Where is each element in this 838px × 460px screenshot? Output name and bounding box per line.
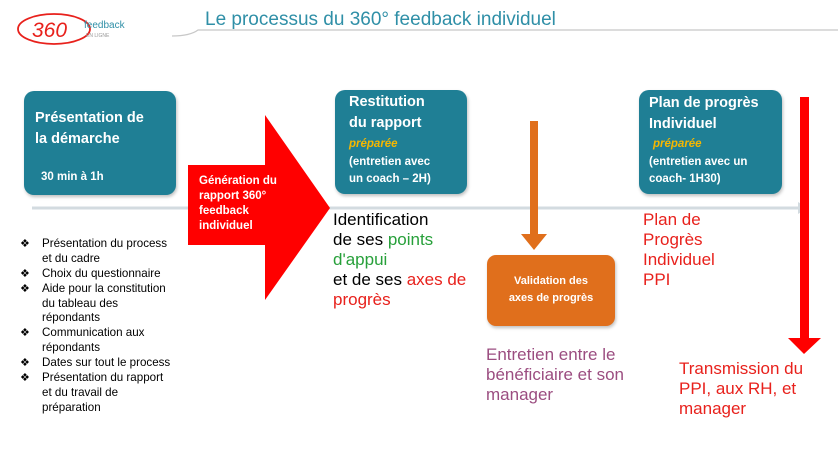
bullet-text: préparation <box>42 400 101 414</box>
generation-arrow <box>188 115 330 300</box>
identification-line-2: de ses points <box>333 230 493 250</box>
step-restitution-box: Restitution du rapport préparée (entreti… <box>335 90 467 194</box>
generation-line-1: Génération du <box>199 175 277 187</box>
entretien-description: Entretien entre le bénéficiaire et son m… <box>486 345 676 405</box>
transmission-line: manager <box>679 399 747 418</box>
identification-line-2-prefix: de ses <box>333 230 388 249</box>
transmission-line: PPI, aux RH, et <box>679 379 797 398</box>
bullet-text: et du travail de <box>42 385 119 399</box>
step-presentation-duration: 30 min à 1h <box>41 171 104 183</box>
bullet-text: et du cadre <box>42 251 101 265</box>
entretien-line: manager <box>486 385 554 404</box>
step-presentation-title-1: Présentation de <box>35 110 144 126</box>
plan-detail-2: coach- 1H30) <box>649 173 721 185</box>
bullet-marker-icon: ❖ <box>20 357 30 370</box>
bullet-item: ❖ Présentation du rapport et du travail … <box>20 371 230 415</box>
restitution-detail-2: un coach – 2H) <box>349 173 431 185</box>
generation-line-4: individuel <box>199 220 253 232</box>
page-title: Le processus du 360° feedback individuel <box>205 9 556 30</box>
plan-text-line: PPI <box>643 270 671 289</box>
step-plan-box: Plan de progrès Individuel préparée (ent… <box>639 90 782 194</box>
identification-line-1: Identification <box>333 210 429 229</box>
plan-description: Plan de Progrès Individuel PPI <box>643 210 783 290</box>
identification-line-4-prefix: et de ses <box>333 270 407 289</box>
restitution-prepared: préparée <box>349 138 398 150</box>
validation-line-2: axes de progrès <box>508 292 594 304</box>
step-presentation-title-2: la démarche <box>35 131 120 147</box>
orange-arrow-shaft <box>530 121 538 236</box>
bullet-item: ❖ Aide pour la constitution du tableau d… <box>20 282 230 326</box>
restitution-title-1: Restitution <box>349 94 425 110</box>
bullet-marker-icon: ❖ <box>20 238 30 250</box>
presentation-bullet-list: ❖ Présentation du process et du cadre ❖ … <box>20 237 230 416</box>
bullet-text: Aide pour la constitution <box>42 281 166 295</box>
plan-prepared: préparée <box>653 138 702 150</box>
bullet-item: ❖ Présentation du process et du cadre <box>20 237 230 266</box>
identification-text: Identification de ses points d'appui et … <box>333 210 493 310</box>
bullet-item: ❖ Communication aux répondants <box>20 326 230 355</box>
identification-line-3: d'appui <box>333 250 388 269</box>
identification-line-5: progrès <box>333 290 391 309</box>
bullet-text: Présentation du process <box>42 237 168 250</box>
identification-points-word: points <box>387 230 434 249</box>
bullet-marker-icon: ❖ <box>20 282 30 295</box>
logo-tagline: EN LIGNE <box>86 33 110 39</box>
bullet-marker-icon: ❖ <box>20 327 30 340</box>
bullet-text: Présentation du rapport <box>42 371 164 385</box>
bullet-item: ❖ Dates sur tout le process <box>20 356 230 371</box>
header-decoration <box>171 29 838 37</box>
identification-axes-word: axes de <box>406 270 467 289</box>
plan-text-line: Progrès <box>643 230 703 249</box>
entretien-line: Entretien entre le <box>486 345 616 364</box>
logo-graphic: 360 feedback EN LIGNE <box>17 13 126 45</box>
red-arrow-shaft <box>800 97 809 343</box>
bullet-text: Choix du questionnaire <box>42 266 161 280</box>
bullet-item: ❖ Choix du questionnaire <box>20 267 230 282</box>
plan-text-line: Individuel <box>643 250 715 269</box>
bullet-marker-icon: ❖ <box>20 267 30 280</box>
logo: 360 feedback EN LIGNE <box>8 8 168 48</box>
bullet-text: Communication aux <box>42 326 145 340</box>
step-presentation-box: Présentation de la démarche 30 min à 1h <box>24 91 176 195</box>
plan-title-2: Individuel <box>649 116 717 132</box>
bullet-text: répondants <box>42 311 101 325</box>
plan-detail-1: (entretien avec un <box>649 156 748 168</box>
bullet-text: Dates sur tout le process <box>42 356 171 370</box>
logo-number: 360 <box>32 19 67 42</box>
entretien-line: bénéficiaire et son <box>486 365 624 384</box>
generation-line-2: rapport 360° <box>199 190 267 202</box>
bullet-text: du tableau des <box>42 296 119 310</box>
plan-title-1: Plan de progrès <box>649 95 759 111</box>
restitution-title-2: du rapport <box>349 115 422 131</box>
generation-line-3: feedback <box>199 205 249 217</box>
transmission-line: Transmission du <box>679 359 804 378</box>
step-generation-label: Génération du rapport 360° feedback indi… <box>199 174 303 234</box>
bullet-text: répondants <box>42 340 101 354</box>
identification-line-4: et de ses axes de <box>333 270 493 290</box>
logo-word: feedback <box>84 20 126 31</box>
transmission-description: Transmission du PPI, aux RH, et manager <box>679 359 829 419</box>
bullet-marker-icon: ❖ <box>20 372 30 385</box>
red-arrow-head <box>788 338 821 354</box>
validation-line-1: Validation des <box>514 275 588 287</box>
restitution-detail-1: (entretien avec <box>349 156 431 168</box>
plan-text-line: Plan de <box>643 210 701 229</box>
orange-arrow-head <box>521 234 547 250</box>
validation-box: Validation des axes de progrès <box>487 255 615 326</box>
